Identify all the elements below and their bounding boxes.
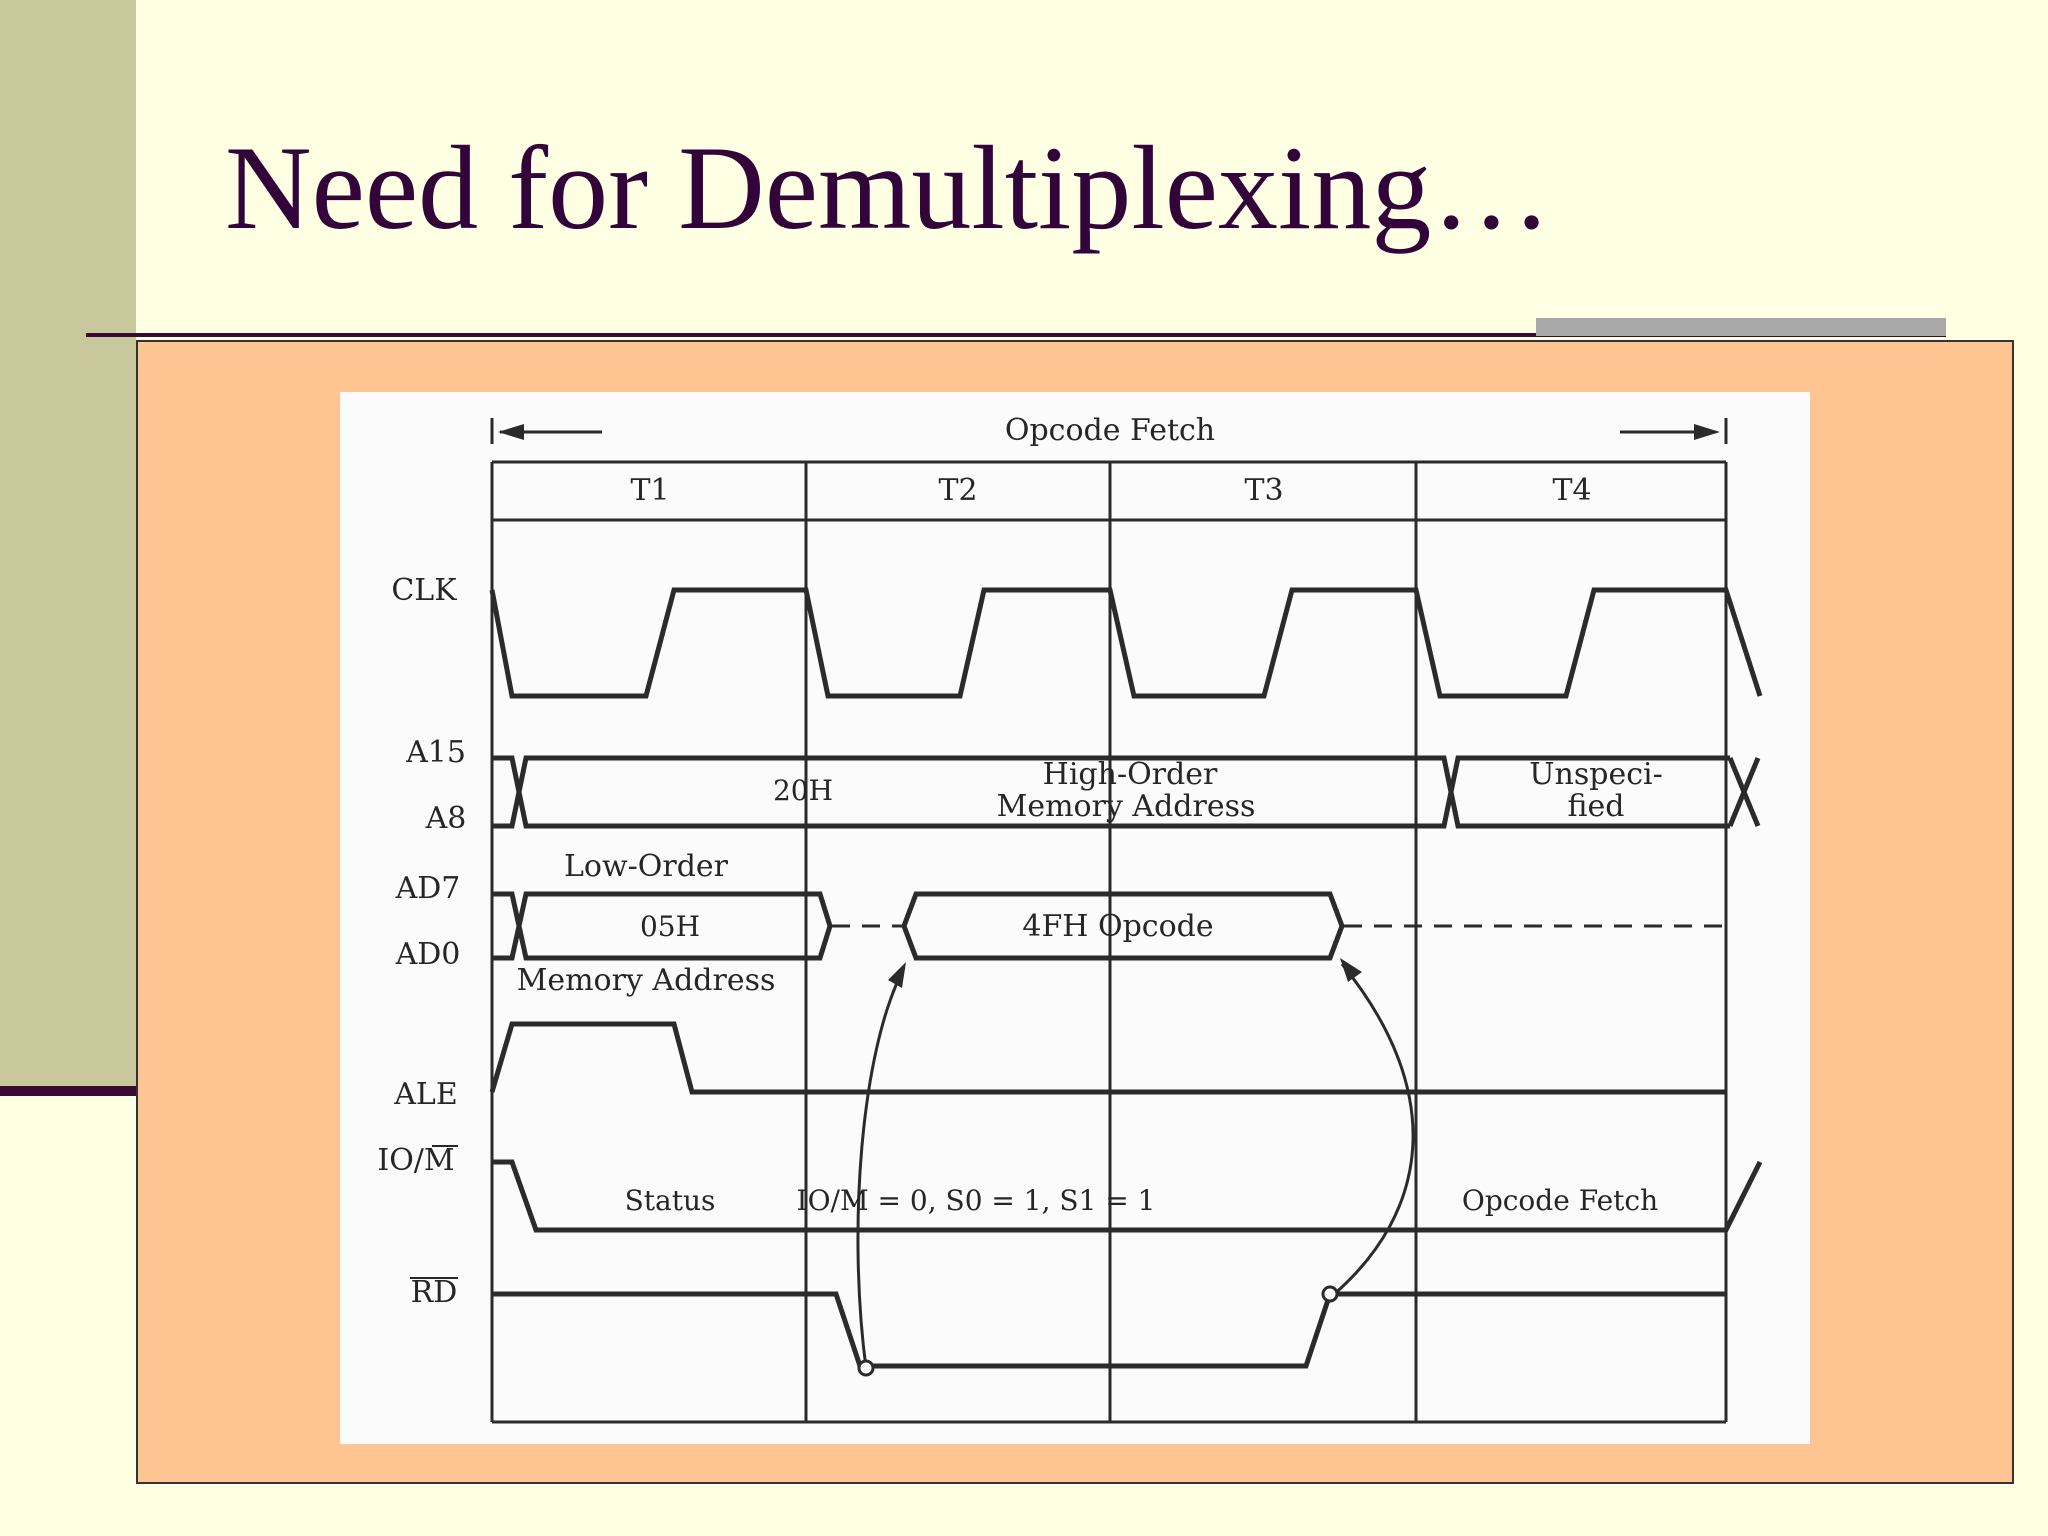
signal-label-a15: A15 [405, 735, 466, 770]
ad-bus [492, 891, 1345, 961]
opcode-label: 4FH Opcode [1022, 909, 1213, 944]
ale-waveform [489, 1021, 1726, 1095]
signal-label-ad0: AD0 [395, 937, 461, 972]
rd-to-data-arrow-2 [1331, 963, 1415, 1298]
status-label: Status [625, 1184, 716, 1217]
span-arrowhead-left [498, 424, 524, 440]
addr-high-label-1: High-Order [1043, 757, 1218, 792]
addr-unspec-1: Unspeci- [1529, 757, 1663, 792]
title-rule [86, 333, 1946, 337]
status-values: IO/M = 0, S0 = 1, S1 = 1 [797, 1184, 1156, 1217]
signal-label-clk: CLK [391, 573, 457, 608]
sidebar-rule [0, 1086, 136, 1096]
low-order-label: Low-Order [564, 849, 729, 884]
iom-waveform [492, 1159, 1763, 1233]
a15-a8-bus [492, 755, 1761, 829]
timing-diagram: Opcode Fetch T1 T2 T3 T4 CLK A15 A8 AD7 … [340, 392, 1810, 1444]
state-label-t1: T1 [630, 473, 669, 508]
signal-label-rd: RD [411, 1275, 458, 1310]
addr-high-value: 20H [773, 774, 833, 807]
state-label-t2: T2 [938, 473, 977, 508]
sidebar-band [0, 0, 136, 1088]
header-opcode-fetch: Opcode Fetch [1005, 413, 1215, 448]
slide-title: Need for Demultiplexing… [225, 121, 1552, 254]
arrowhead-1 [888, 962, 906, 988]
addr-high-label-2: Memory Address [997, 789, 1256, 824]
signal-label-ale: ALE [393, 1077, 458, 1112]
title-accent-bar [1536, 318, 1946, 336]
opcode-fetch-label: Opcode Fetch [1462, 1184, 1658, 1217]
state-label-t4: T4 [1552, 473, 1591, 508]
memory-address-label: Memory Address [517, 963, 776, 998]
rd-to-data-arrow-1 [856, 967, 906, 1369]
rd-high-marker [1321, 1285, 1339, 1303]
signal-label-ad7: AD7 [395, 871, 461, 906]
rd-waveform [492, 1291, 1726, 1369]
arrowhead-2 [1340, 958, 1362, 982]
span-arrowhead-right [1694, 424, 1720, 440]
low-order-value: 05H [640, 910, 700, 943]
signal-label-a8: A8 [425, 801, 467, 836]
addr-unspec-2: fied [1568, 789, 1625, 824]
state-label-t3: T3 [1244, 473, 1283, 508]
signal-label-iom: IO/M [377, 1143, 454, 1178]
clk-waveform [489, 587, 1763, 699]
rd-low-marker [857, 1359, 875, 1377]
